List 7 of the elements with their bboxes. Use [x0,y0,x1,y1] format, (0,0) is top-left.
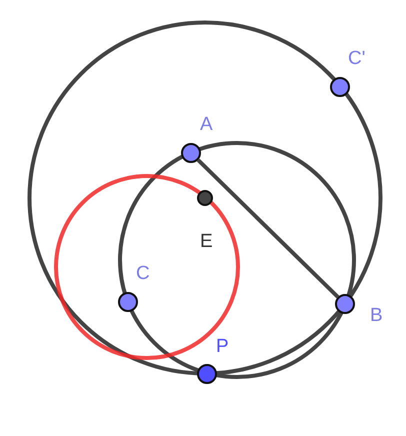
point-label: B [370,306,383,325]
line-segment [196,158,340,298]
point-label: C [136,264,150,283]
point-label: C' [348,49,366,68]
point-label: P [216,337,229,356]
point-label: E [200,232,213,251]
point-label: A [200,115,213,134]
